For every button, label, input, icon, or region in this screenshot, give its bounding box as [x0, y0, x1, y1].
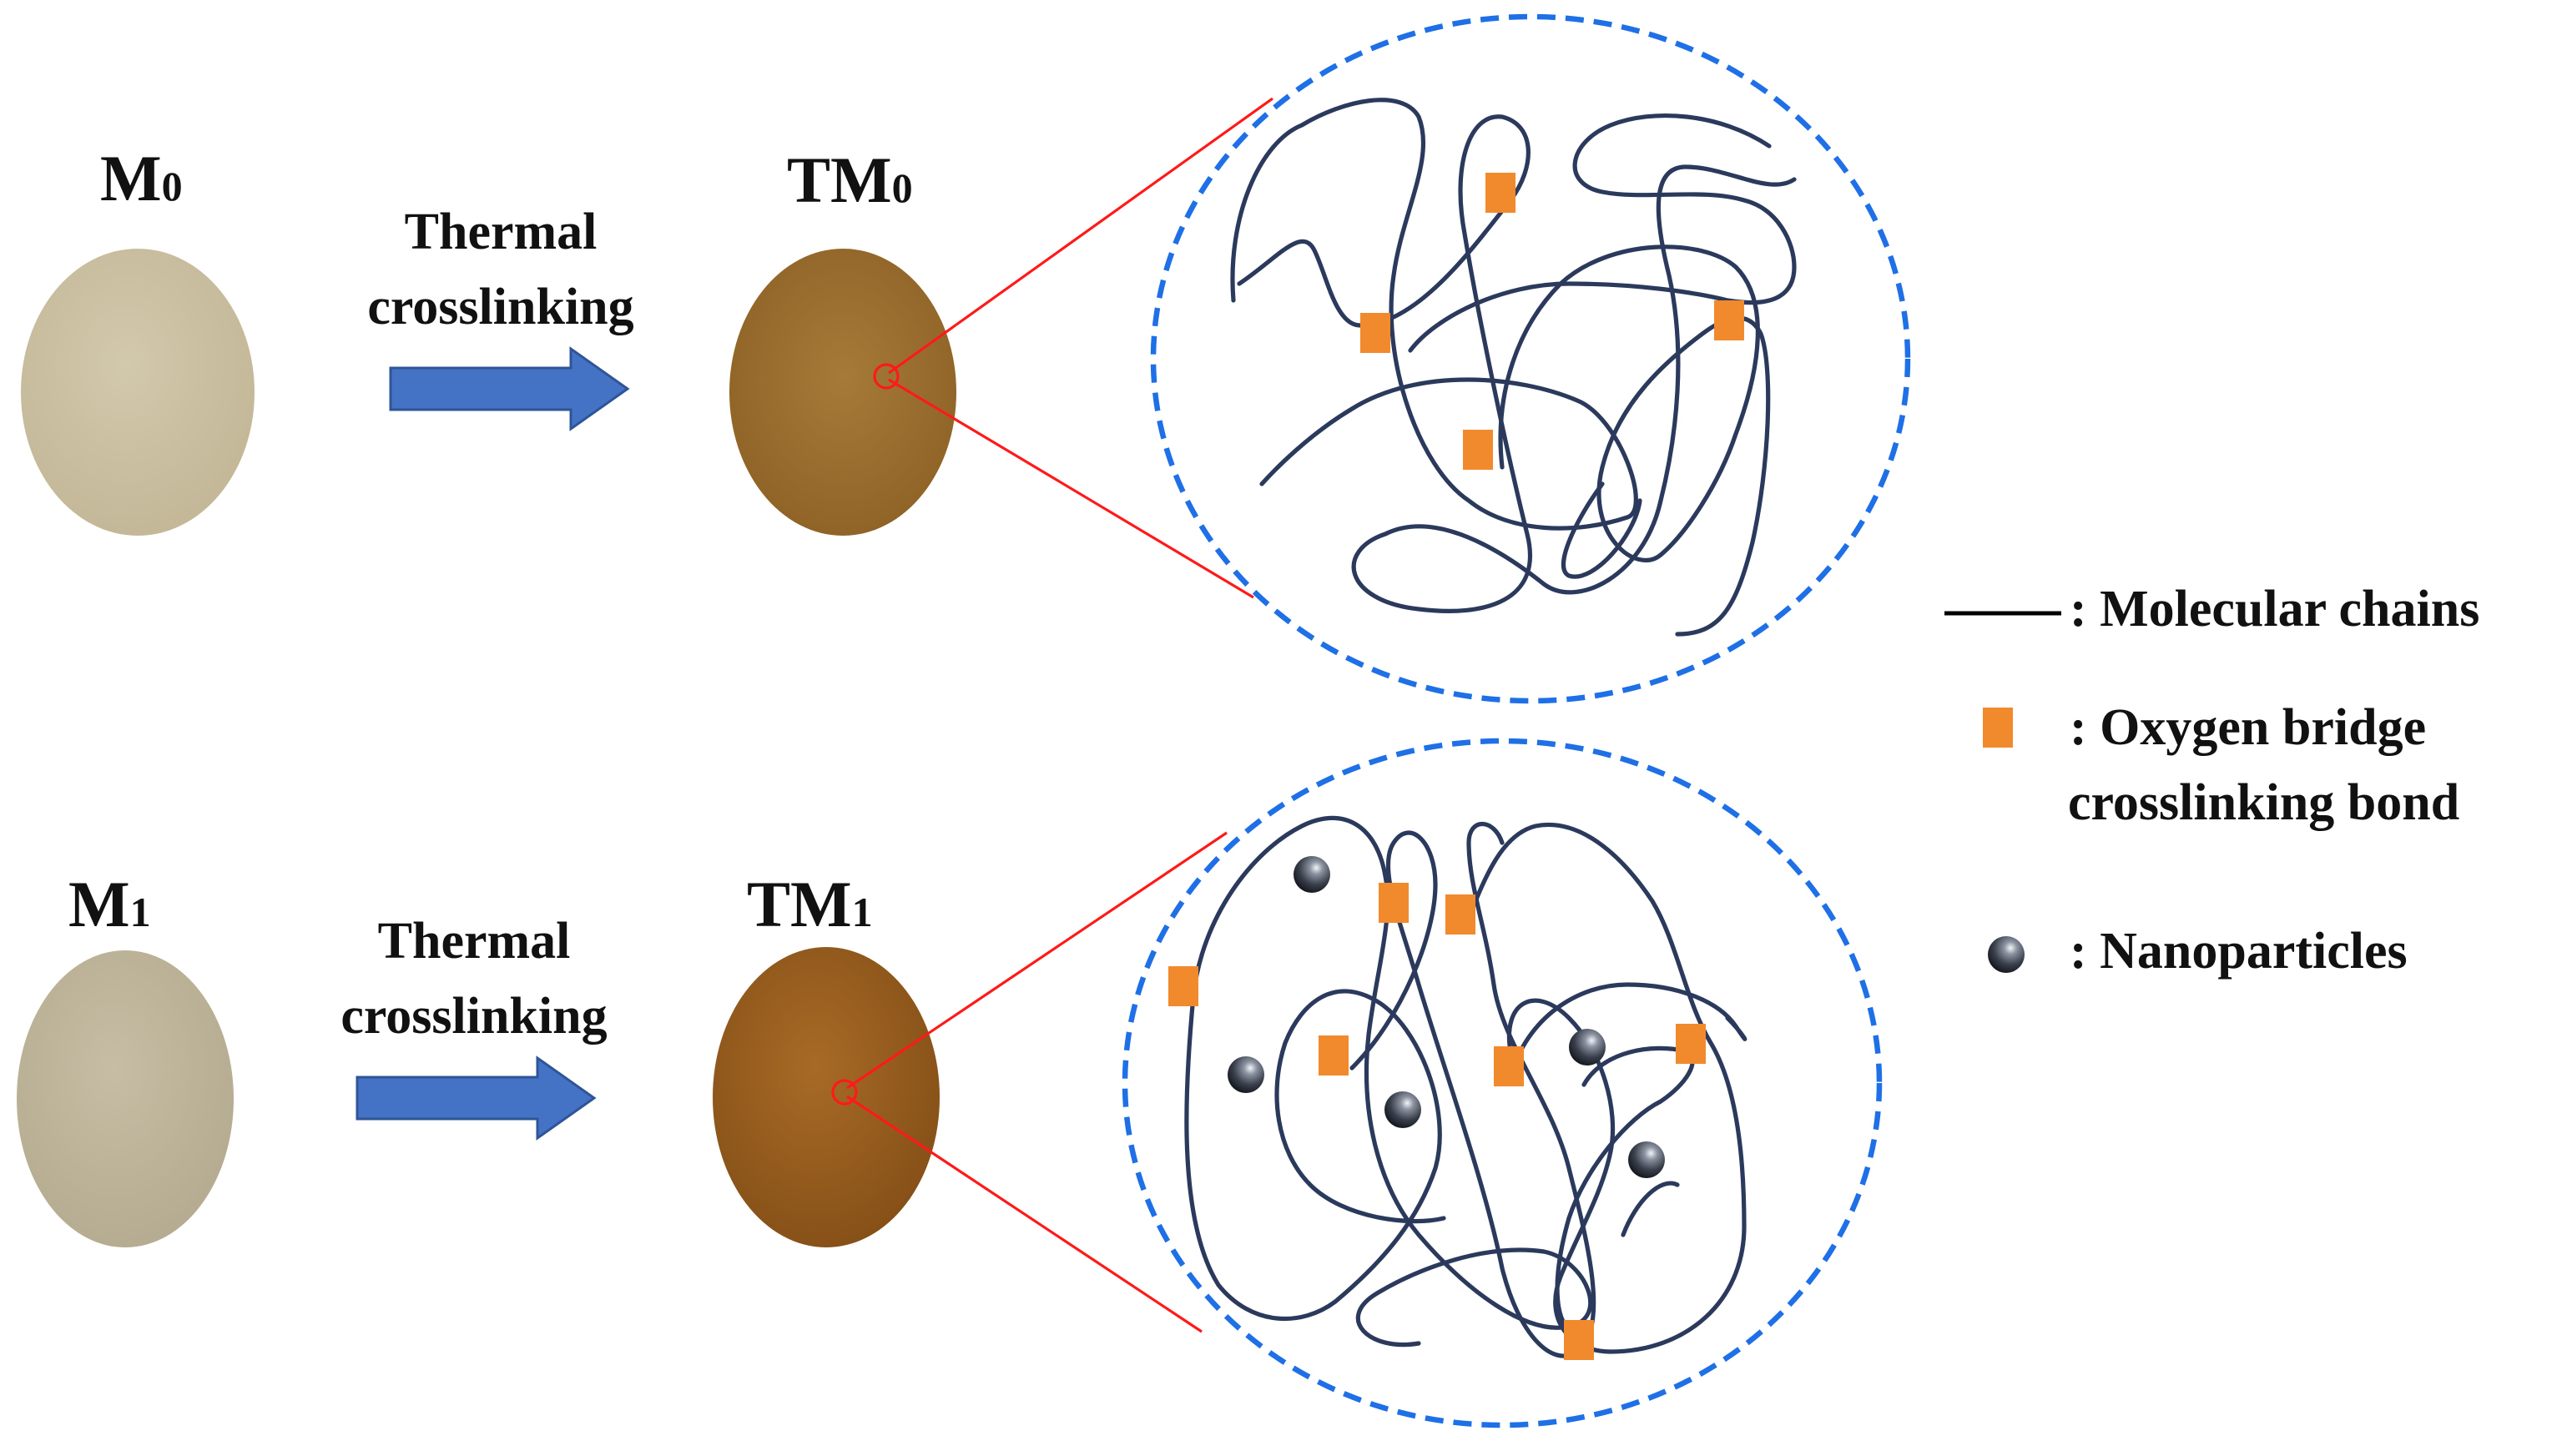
molecular-chain: [1466, 823, 1747, 1354]
legend: : Molecular chains : Oxygen bridge cross…: [1944, 581, 2479, 980]
crosslink-bond: [1319, 1035, 1349, 1076]
nanoparticle: [1228, 1056, 1264, 1093]
process-label-line2: crosslinking: [367, 279, 633, 335]
crosslink-bond: [1564, 1320, 1594, 1360]
nanoparticle: [1384, 1091, 1421, 1128]
magnify-border: [1150, 13, 1911, 704]
molecular-chain: [1230, 98, 1638, 531]
sample-label-m0: M0: [100, 142, 183, 214]
process-label-line2: crosslinking: [340, 988, 607, 1045]
legend-item-chain: : Molecular chains: [1944, 581, 2479, 637]
sample-disc-tm0: [729, 249, 956, 536]
molecular-chain: [1621, 1181, 1680, 1237]
molecular-chain: [1191, 815, 1593, 1347]
crosslink-bond: [1379, 883, 1409, 923]
legend-item-bond: : Oxygen bridge crosslinking bond: [1983, 699, 2459, 831]
crosslink-bond: [1445, 894, 1475, 935]
crosslink-bond: [1494, 1046, 1524, 1086]
molecular-chain: [1237, 114, 1797, 613]
row-1: M1 Thermal crosslinking TM1: [17, 738, 1883, 1428]
sample-label-subscript: 0: [892, 164, 913, 211]
nanoparticle: [1628, 1141, 1665, 1178]
crosslink-bond: [1360, 313, 1390, 353]
legend-nano-swatch: [1988, 936, 2025, 973]
sample-label-subscript: 1: [130, 889, 151, 935]
sample-disc-m1: [17, 950, 234, 1247]
molecular-chain: [1349, 821, 1596, 1358]
zoom-line-upper: [888, 97, 1273, 375]
legend-chain-label: : Molecular chains: [2070, 581, 2479, 637]
zoom-marker: [873, 363, 900, 390]
process-label-line1: Thermal: [405, 204, 598, 260]
magnified-view-tm1: [1122, 738, 1883, 1428]
crosslink-bond: [1714, 300, 1744, 340]
sample-label-main: TM: [787, 144, 892, 216]
nanoparticle: [1294, 856, 1330, 893]
legend-bond-label-line2: crosslinking bond: [2068, 774, 2459, 831]
zoom-line-upper: [846, 831, 1228, 1090]
legend-bond-label-line1: : Oxygen bridge: [2070, 699, 2426, 756]
nanoparticle: [1569, 1029, 1606, 1066]
row-0: M0 Thermal crosslinking TM0: [21, 13, 1911, 704]
sample-label-main: M: [68, 868, 130, 940]
legend-nano-label: : Nanoparticles: [2070, 923, 2408, 980]
crosslink-bond: [1168, 966, 1198, 1006]
crosslink-bond: [1485, 173, 1515, 213]
sample-label-main: TM: [747, 868, 852, 940]
legend-item-nano: : Nanoparticles: [1988, 923, 2408, 980]
sample-disc-tm1: [713, 947, 940, 1247]
legend-bond-swatch: [1983, 708, 2013, 748]
sample-label-subscript: 1: [852, 889, 873, 935]
zoom-line-lower: [888, 378, 1254, 599]
molecular-chain: [1555, 1045, 1695, 1338]
molecular-chain: [1184, 989, 1446, 1322]
zoom-line-lower: [846, 1095, 1203, 1333]
sample-disc-m0: [21, 249, 255, 536]
molecular-chain: [1561, 481, 1642, 579]
sample-label-tm0: TM0: [787, 144, 913, 216]
magnify-border: [1122, 738, 1883, 1428]
sample-label-subscript: 0: [162, 163, 183, 209]
sample-label-m1: M1: [68, 868, 151, 940]
process-label-line1: Thermal: [378, 913, 571, 970]
molecular-chain: [1498, 244, 1771, 637]
zoom-marker: [831, 1079, 858, 1106]
molecular-chain: [1408, 113, 1797, 353]
sample-label-tm1: TM1: [747, 868, 873, 940]
process-arrow: [389, 346, 630, 431]
sample-label-main: M: [100, 142, 162, 214]
crosslink-bond: [1676, 1024, 1706, 1064]
magnified-view-tm0: [1150, 13, 1911, 704]
crosslink-bond: [1463, 430, 1493, 470]
molecular-chain: [1508, 982, 1747, 1079]
process-arrow: [356, 1055, 597, 1141]
